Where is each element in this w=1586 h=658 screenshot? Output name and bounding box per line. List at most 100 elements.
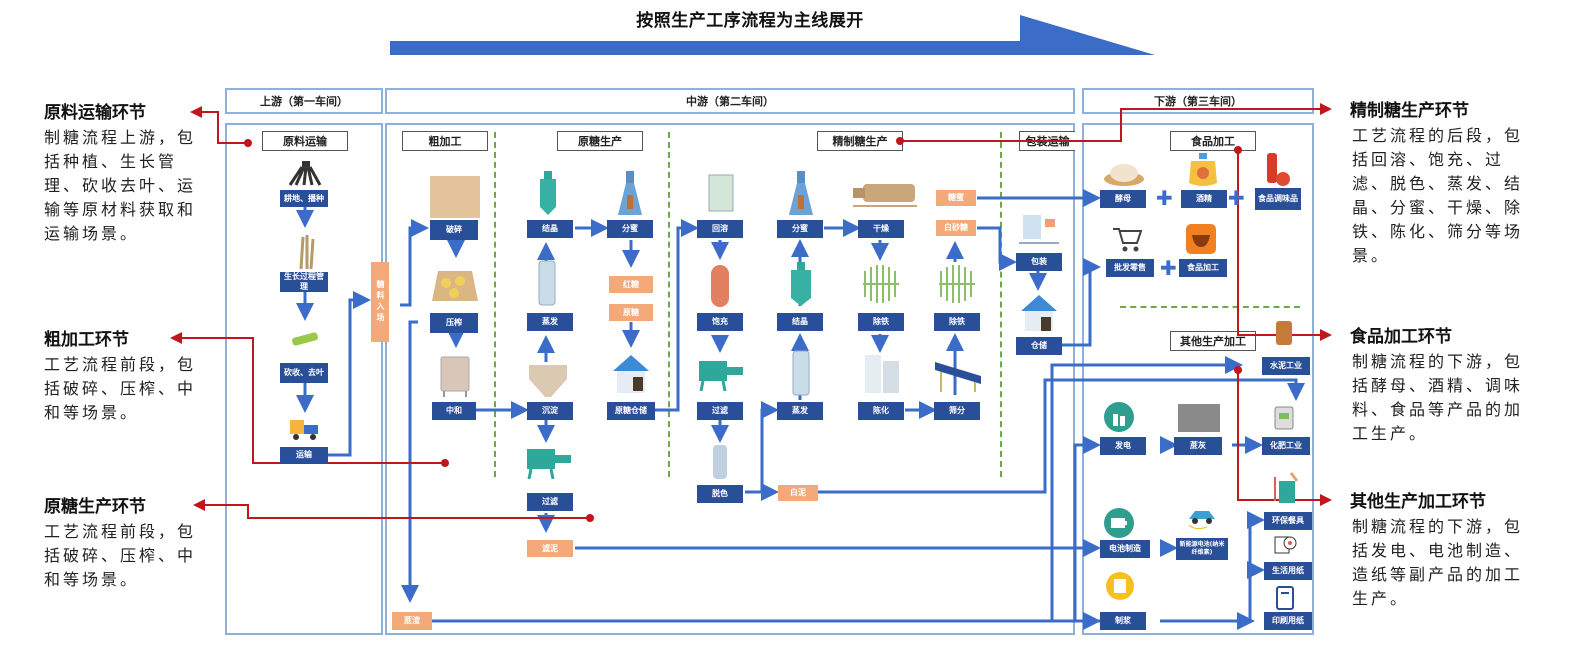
node-aging: 陈化: [858, 402, 904, 420]
saturator-icon: [708, 260, 732, 312]
node-raw-evaporate: 蒸发: [527, 313, 573, 331]
annotation-desc-raw-transport: 制糖流程上游，包括种植、生长管理、砍收去叶、运输等原材料获取和运输场景。: [44, 128, 197, 243]
paper-pulp-icon: [1106, 572, 1134, 600]
yeast-powder-icon: [1102, 158, 1146, 188]
node-ev: 新能源电池(纳米纤维素): [1176, 538, 1228, 560]
node-press: 压榨: [430, 313, 478, 333]
section-rough-processing: 粗加工: [402, 131, 488, 151]
annotation-desc-rough-processing: 工艺流程前段，包括破碎、压榨、中和等场景。: [44, 355, 197, 422]
divider: [1120, 306, 1300, 308]
ash-texture-icon: [1178, 404, 1220, 432]
settling-tank-icon: [526, 360, 570, 400]
press-roller-icon: [430, 264, 480, 304]
section-food-processing: 食品加工: [1170, 131, 1256, 151]
node-cane-intake: 糖料入场: [371, 262, 389, 342]
packaging-machine-icon: [1016, 208, 1062, 250]
node-raw-sugar: 原糖: [609, 304, 653, 321]
node-package: 包装: [1016, 253, 1062, 271]
centrifuge-icon: [786, 170, 816, 216]
annotation-desc-refined-sugar: 工艺流程的后段，包括回溶、饱充、过滤、脱色、蒸发、结晶、分蜜、干燥、除铁、陈化、…: [1352, 126, 1524, 265]
evaporator-icon: [536, 258, 558, 308]
node-pulp: 制浆: [1100, 612, 1146, 630]
shopping-cart-icon: [1110, 224, 1144, 254]
eco-tableware-icon: [1270, 470, 1300, 506]
annotation-desc-food-processing: 制糖流程的下游，包括酵母、酒精、调味料、食品等产品的加工生产。: [1352, 352, 1524, 443]
node-fertilizer: 化肥工业: [1262, 437, 1310, 455]
node-harvest: 砍收、去叶: [280, 363, 328, 383]
magnetic-separator-icon: [936, 262, 978, 306]
ketchup-tomato-icon: [1262, 150, 1292, 188]
node-printing-paper: 印刷用纸: [1264, 612, 1312, 630]
evaporator-icon: [790, 348, 812, 398]
fertilizer-bag-icon: [1272, 402, 1296, 432]
filter-press-icon: [694, 352, 748, 392]
node-tableware: 环保餐具: [1264, 512, 1312, 530]
node-remelt: 回溶: [697, 220, 743, 238]
power-plant-icon: [1104, 402, 1134, 432]
crusher-icon: [430, 176, 480, 218]
crystallizer-icon: [786, 262, 816, 306]
divider: [668, 132, 670, 477]
battery-icon: [1104, 508, 1134, 538]
node-refined-crystallize: 结晶: [777, 313, 823, 331]
annotation-desc-other-processing: 制糖流程的下游，包括发电、电池制造、造纸等副产品的加工生产。: [1352, 517, 1524, 608]
node-brown-sugar: 红糖: [609, 276, 653, 293]
node-dry: 干燥: [858, 220, 904, 238]
main-flow-arrow-icon: [390, 15, 1155, 55]
node-bagasse: 蔗渣: [392, 612, 432, 630]
annotation-title-refined-sugar: 精制糖生产环节: [1350, 101, 1469, 121]
node-yeast: 酵母: [1100, 190, 1146, 208]
sugarcane-icon: [290, 232, 320, 270]
node-tissue: 生活用纸: [1264, 562, 1312, 580]
node-refined-centrifuge: 分蜜: [777, 220, 823, 238]
annotation-title-rough-processing: 粗加工环节: [44, 330, 129, 350]
node-refined-filter: 过滤: [697, 402, 743, 420]
cut-cane-icon: [287, 326, 323, 352]
dryer-icon: [848, 177, 922, 211]
plus-icon: ✚: [1160, 256, 1177, 280]
plus-icon: ✚: [1228, 186, 1245, 210]
section-packaging: 包装运输: [1019, 131, 1075, 151]
warehouse-icon: [610, 352, 652, 396]
node-storage: 仓储: [1016, 337, 1062, 355]
node-raw-filter: 过滤: [527, 493, 573, 511]
annotation-title-other-processing: 其他生产加工环节: [1350, 492, 1486, 512]
node-saturate: 饱充: [697, 313, 743, 331]
node-raw-centrifuge: 分蜜: [607, 220, 653, 238]
node-refined-evaporate: 蒸发: [777, 402, 823, 420]
node-raw-crystallize: 结晶: [527, 220, 573, 238]
food-bowl-icon: [1186, 224, 1216, 254]
node-seasoning: 食品调味品: [1255, 188, 1301, 210]
remelt-tank-icon: [706, 172, 736, 216]
node-battery: 电池制造: [1100, 540, 1150, 558]
node-sieve: 筛分: [934, 402, 980, 420]
node-food-processing: 食品加工: [1179, 259, 1227, 277]
divider: [1000, 132, 1002, 477]
truck-icon: [287, 415, 323, 443]
crystallizer-icon: [533, 170, 563, 216]
node-decolor: 脱色: [697, 485, 743, 503]
section-refined-sugar: 精制糖生产: [817, 131, 903, 151]
node-transport: 运输: [280, 447, 328, 463]
node-white-sugar: 白砂糖: [936, 220, 976, 236]
diagram-title: 按照生产工序流程为主线展开: [636, 11, 864, 31]
node-molasses: 糖蜜: [936, 190, 976, 206]
section-raw-sugar: 原糖生产: [557, 131, 643, 151]
annotation-title-raw-sugar: 原糖生产环节: [44, 497, 146, 517]
neutralizer-tank-icon: [436, 352, 474, 398]
annotation-title-raw-transport: 原料运输环节: [44, 103, 146, 123]
node-plow: 耕地、播种: [280, 190, 328, 207]
section-raw-transport: 原料运输: [262, 131, 348, 151]
plus-icon: ✚: [1156, 186, 1173, 210]
zone-header-downstream: 下游（第三车间）: [1082, 88, 1314, 114]
node-white-mud: 白泥: [778, 485, 818, 501]
node-alcohol: 酒精: [1181, 190, 1227, 208]
annotation-title-food-processing: 食品加工环节: [1350, 327, 1452, 347]
node-filter-mud: 滤泥: [527, 540, 573, 557]
liquor-jar-icon: [1186, 152, 1220, 188]
divider: [494, 132, 496, 477]
vibrating-screen-icon: [932, 355, 984, 395]
node-iron-removal-1: 除铁: [858, 313, 904, 331]
node-ash: 蔗灰: [1174, 437, 1222, 455]
zone-header-midstream: 中游（第二车间）: [385, 88, 1075, 114]
